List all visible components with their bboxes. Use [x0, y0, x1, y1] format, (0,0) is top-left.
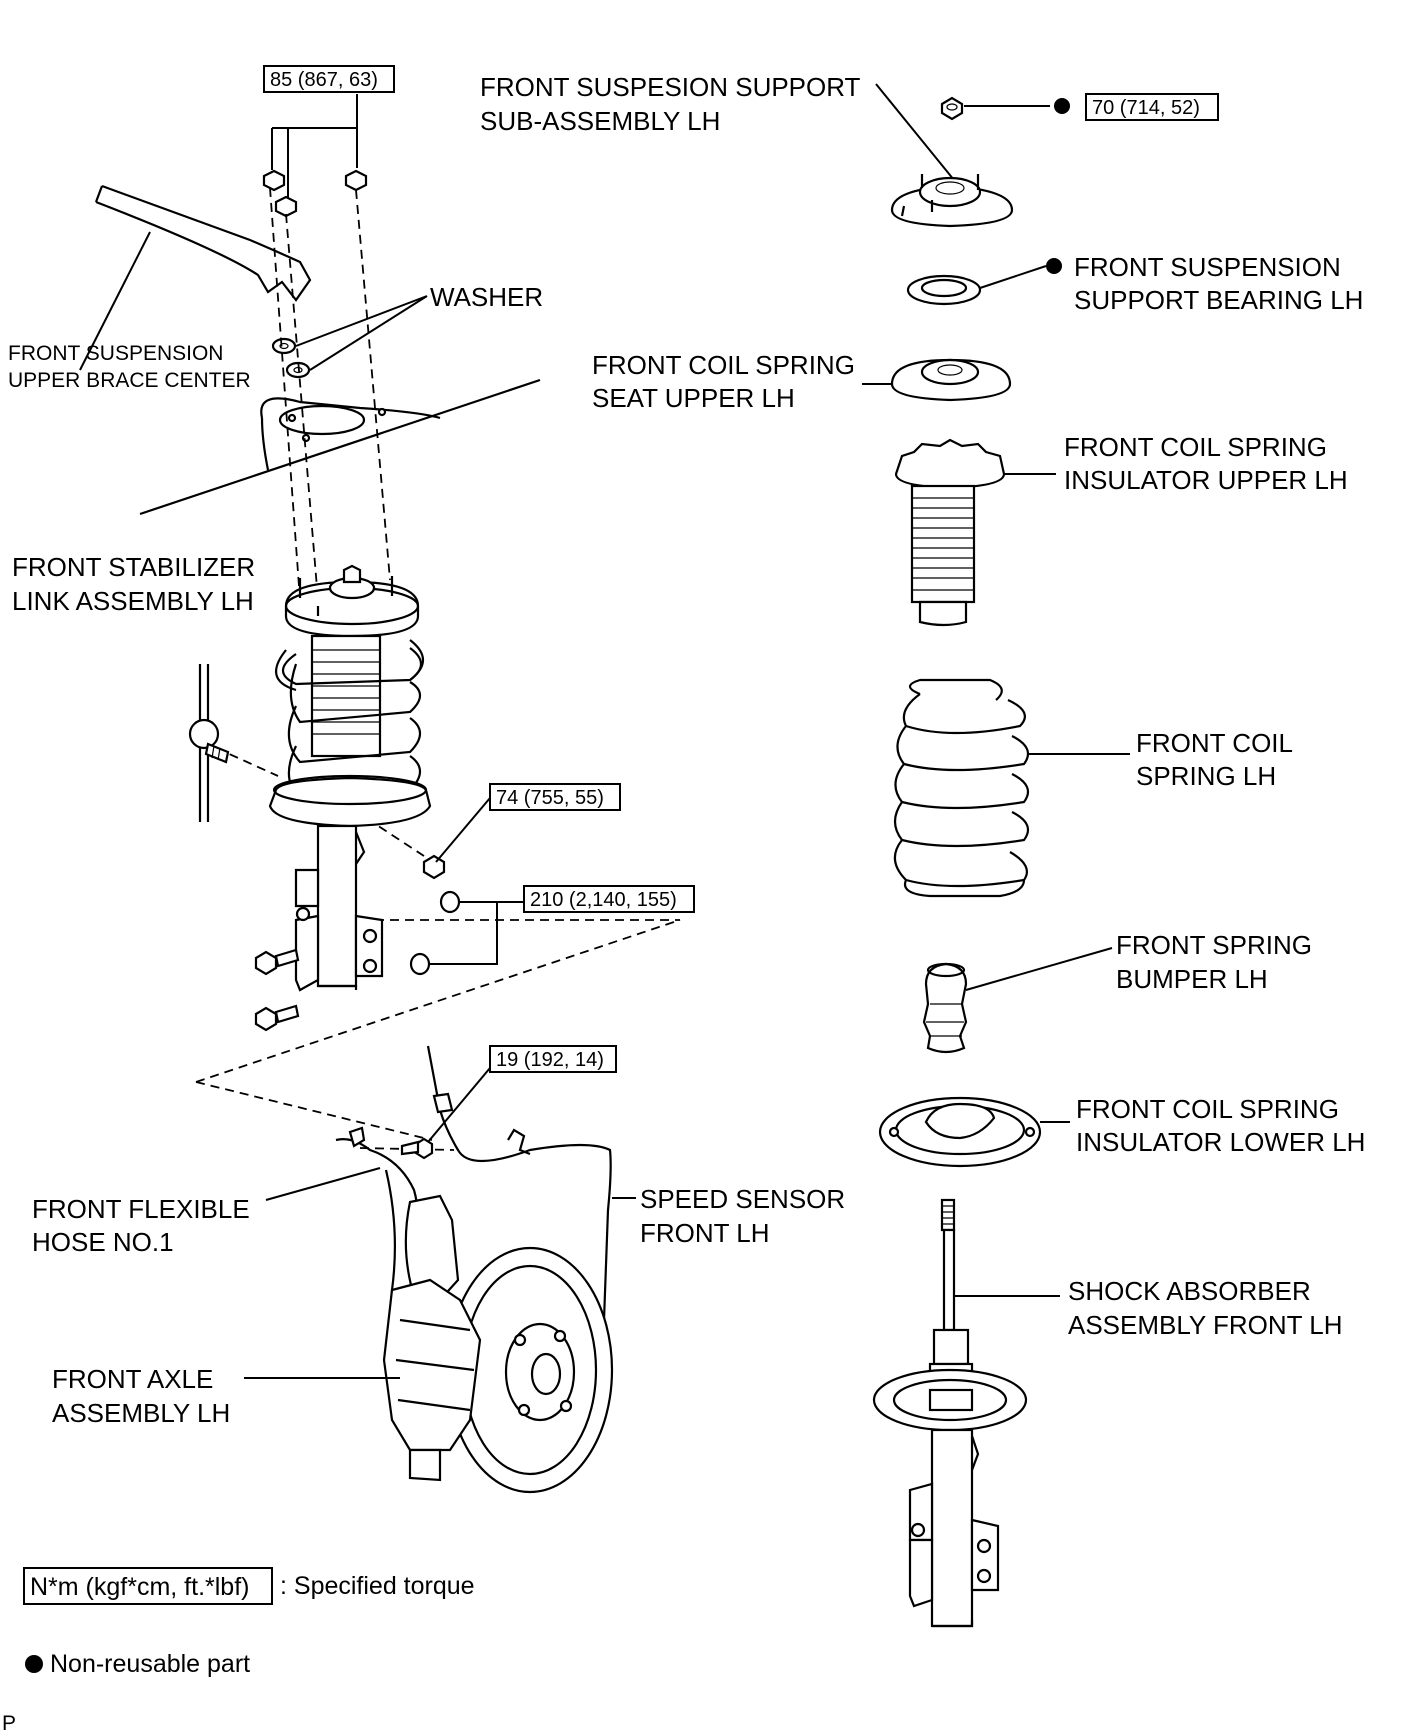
legend-torque-box — [23, 1567, 273, 1605]
speed-sensor-part — [426, 1045, 612, 1321]
label-upper-brace-center: FRONT SUSPENSION UPPER BRACE CENTER — [8, 342, 251, 392]
label-flexible-hose: FRONT FLEXIBLE HOSE NO.1 — [32, 1194, 257, 1257]
torque-85: 85 (867, 63) — [270, 69, 378, 91]
knuckle-nuts — [409, 890, 461, 976]
torque-74-leader — [435, 797, 491, 863]
alignment-dashes — [195, 187, 681, 1151]
torque-70: 70 (714, 52) — [1092, 97, 1200, 119]
label-insulator-lower: FRONT COIL SPRING INSULATOR LOWER LH — [1076, 1094, 1365, 1157]
spring-bumper-part — [922, 962, 968, 1054]
nonreusable-dot-bearing — [1046, 258, 1062, 274]
coil-spring-part — [893, 678, 1030, 898]
torque-210-leader — [429, 901, 524, 965]
shock-absorber-part — [872, 1198, 1028, 1628]
insulator-lower-part — [878, 1096, 1042, 1168]
washers — [271, 337, 311, 379]
legend-nonreusable-text: Non-reusable part — [50, 1650, 250, 1678]
torque-box-19 — [489, 1045, 617, 1073]
strut-assembly-part — [268, 564, 432, 992]
suspension-support-part — [890, 174, 1014, 228]
torque-19-leader — [427, 1067, 491, 1143]
stabilizer-nut — [422, 854, 446, 880]
insulator-upper-part — [894, 438, 1006, 627]
legend-torque-text: : Specified torque — [280, 1572, 475, 1600]
upper-brace-leader — [79, 231, 151, 371]
legend-torque-unit: N*m (kgf*cm, ft.*lbf) — [30, 1573, 249, 1601]
torque-74: 74 (755, 55) — [496, 787, 604, 809]
label-spring-bumper: FRONT SPRING BUMPER LH — [1116, 930, 1319, 994]
flexible-hose-leader — [265, 1167, 381, 1201]
label-insulator-upper: FRONT COIL SPRING INSULATOR UPPER LH — [1064, 432, 1348, 495]
knuckle-bolts — [254, 948, 300, 1032]
upper-brace-center-part — [94, 184, 312, 302]
spring-bumper-leader — [965, 947, 1113, 991]
label-spring-seat-upper: FRONT COIL SPRING SEAT UPPER LH — [592, 350, 862, 413]
torque-19: 19 (192, 14) — [496, 1049, 604, 1071]
label-support-bearing: FRONT SUSPENSION SUPPORT BEARING LH — [1074, 252, 1363, 315]
corner-mark: P — [2, 1712, 16, 1734]
label-shock-absorber: SHOCK ABSORBER ASSEMBLY FRONT LH — [1068, 1276, 1343, 1340]
stabilizer-link-part — [188, 664, 230, 822]
label-front-suspension-support: FRONT SUSPESION SUPPORT SUB-ASSEMBLY LH — [480, 72, 867, 136]
washer-leader — [295, 295, 428, 371]
torque-box-210 — [523, 885, 695, 913]
torque-210: 210 (2,140, 155) — [530, 889, 677, 911]
torque-box-85 — [263, 65, 395, 93]
legend-nonreusable-dot — [25, 1655, 43, 1673]
support-bearing-part — [906, 274, 982, 306]
torque-box-70 — [1085, 93, 1219, 121]
speed-sensor-bolt — [400, 1137, 434, 1160]
support-nut — [940, 96, 964, 121]
upper-nuts — [262, 169, 368, 218]
label-stabilizer-link: FRONT STABILIZER LINK ASSEMBLY LH — [12, 552, 262, 616]
label-washer: WASHER — [430, 282, 543, 312]
label-coil-spring: FRONT COIL SPRING LH — [1136, 728, 1299, 791]
torque-85-leader — [271, 94, 358, 198]
front-axle-part — [382, 1194, 614, 1494]
spring-seat-upper-part — [890, 358, 1012, 402]
strut-tower-panel — [139, 378, 541, 516]
label-front-axle: FRONT AXLE ASSEMBLY LH — [52, 1364, 230, 1428]
nonreusable-dot-support-nut — [1054, 98, 1070, 114]
torque-box-74 — [489, 783, 621, 811]
support-leader — [875, 83, 955, 181]
label-speed-sensor: SPEED SENSOR FRONT LH — [640, 1184, 852, 1248]
bearing-leader — [979, 265, 1047, 289]
